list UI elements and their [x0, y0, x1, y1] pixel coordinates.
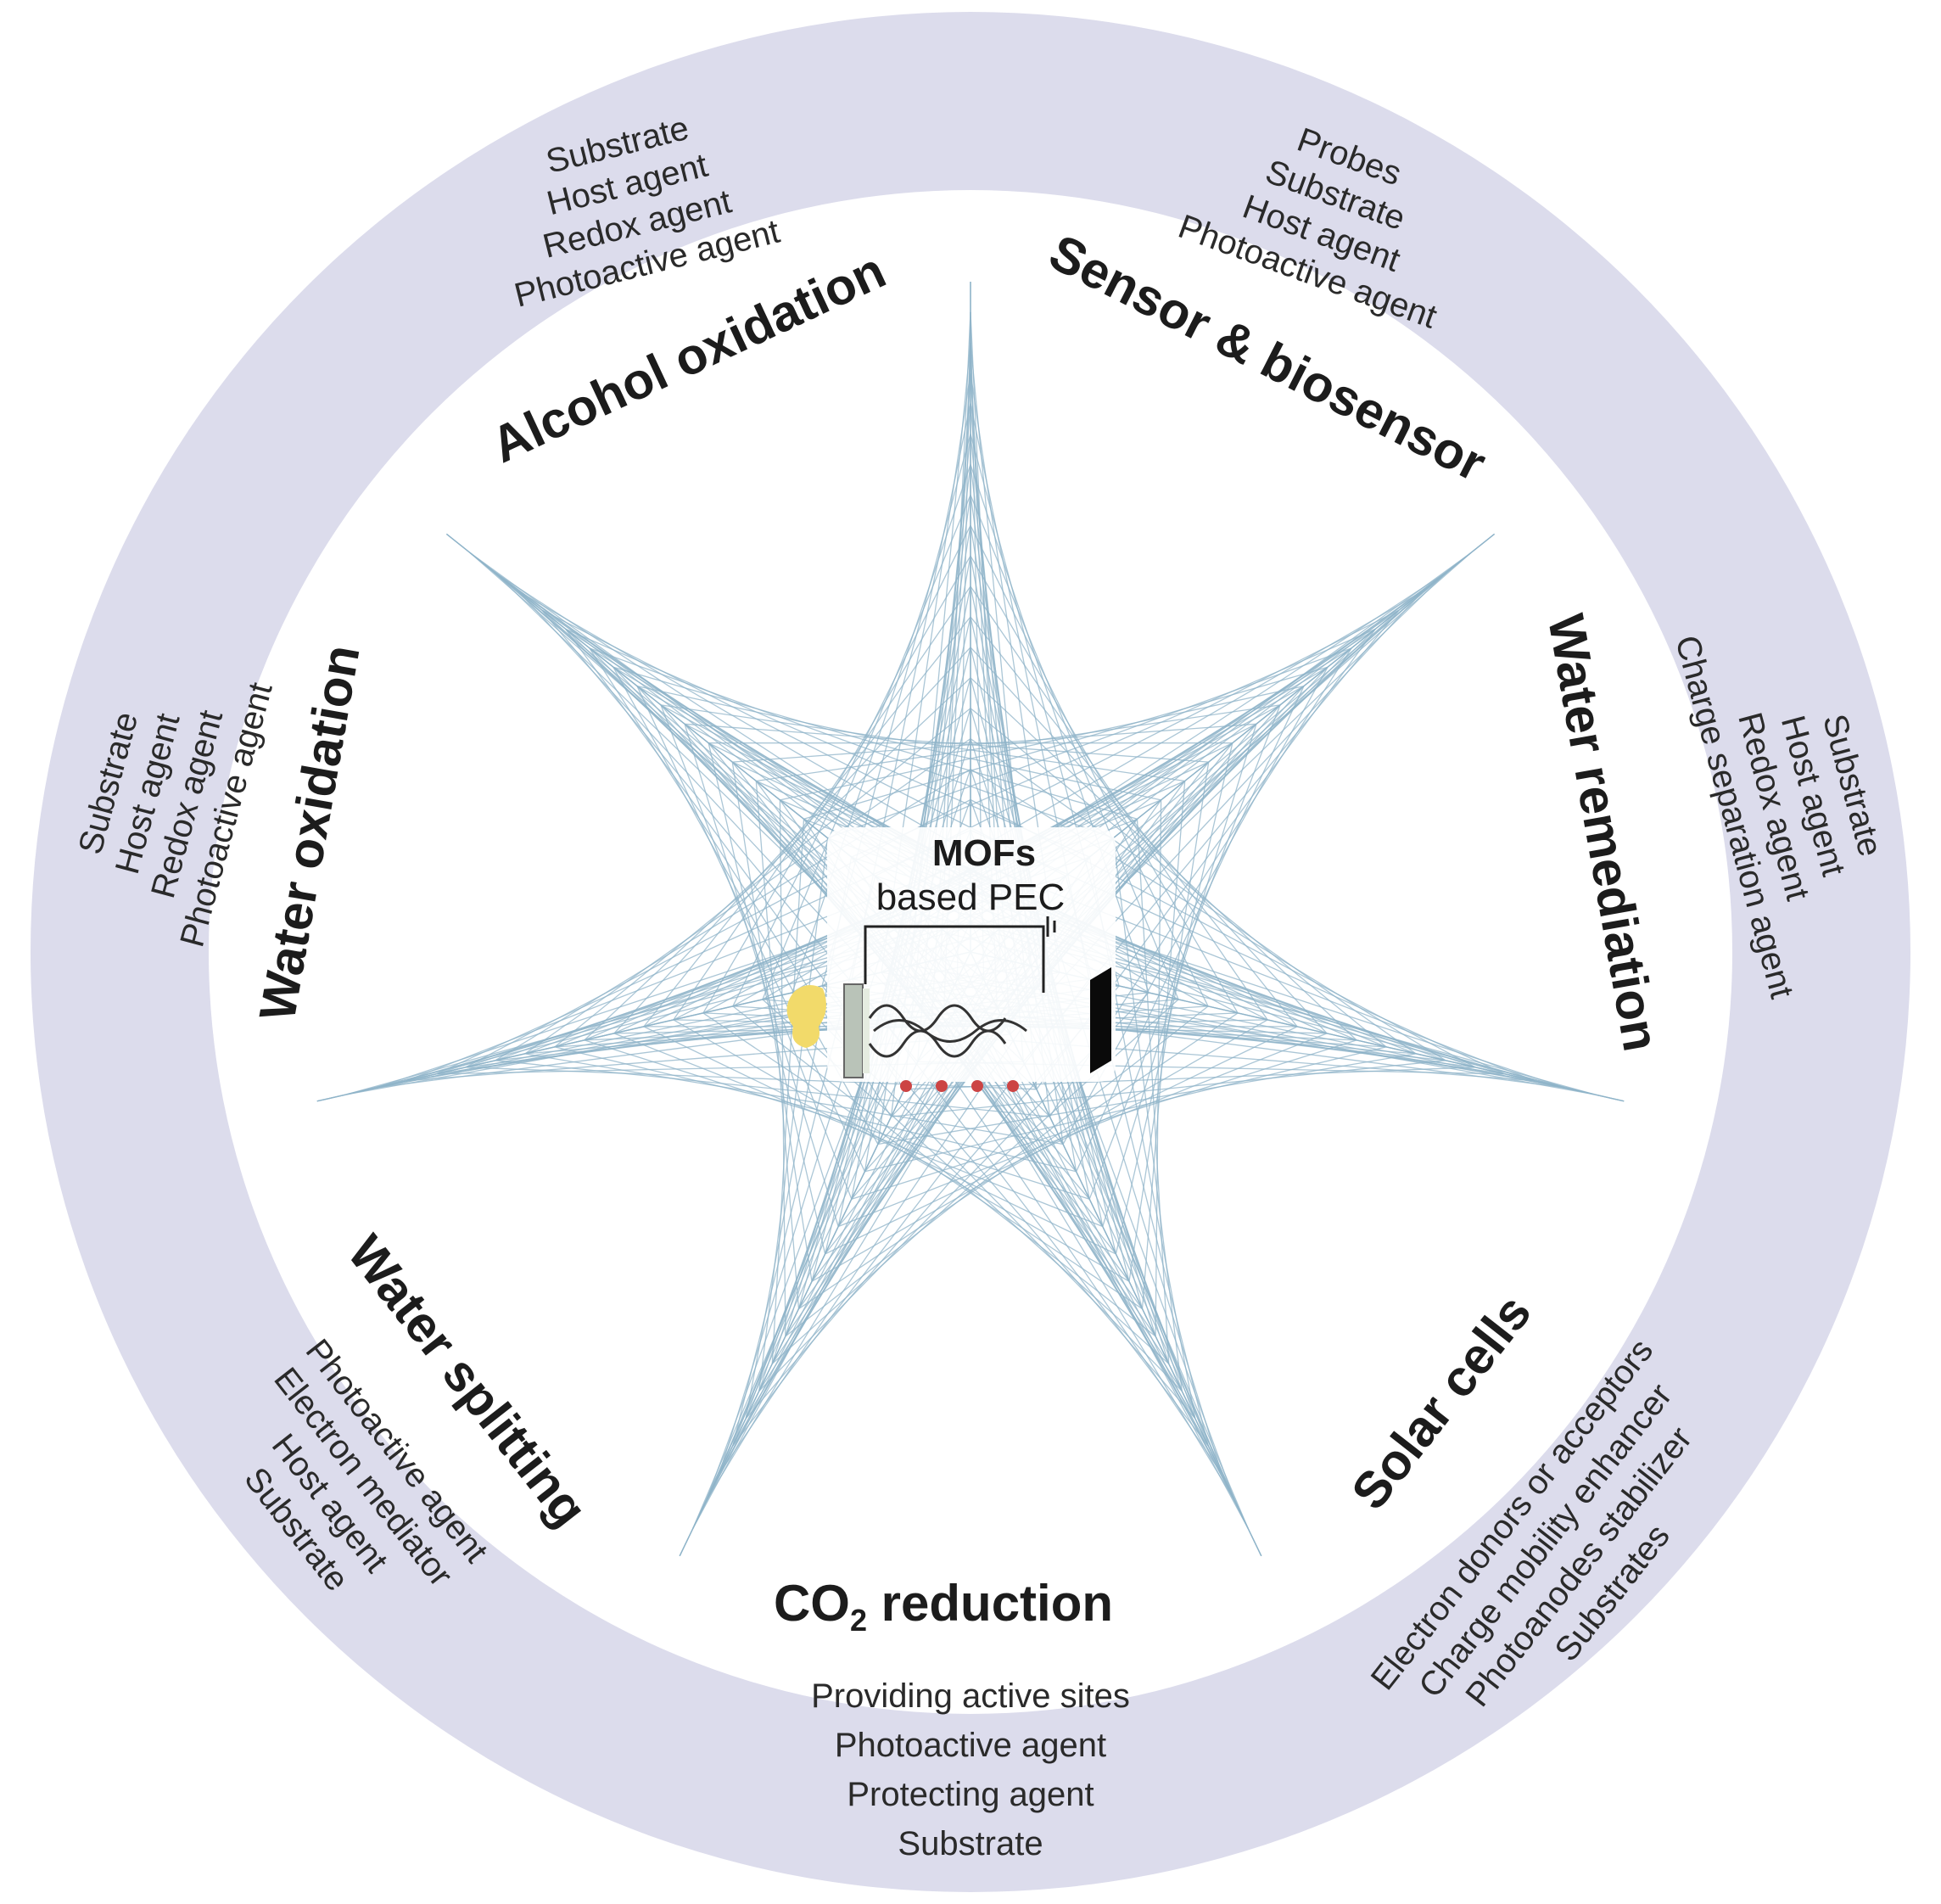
- web-line: [970, 768, 1446, 1061]
- role-item: Substrate: [898, 1825, 1043, 1862]
- web-line: [798, 1012, 1239, 1310]
- web-line: [803, 666, 1328, 820]
- role-item: Providing active sites: [811, 1677, 1130, 1715]
- role-item: Photoactive agent: [835, 1727, 1106, 1764]
- web-line: [1136, 819, 1170, 1364]
- web-line: [524, 1053, 1064, 1145]
- center-title-line2: based PEC: [876, 876, 1066, 918]
- pec-cell-illustration: [786, 916, 1111, 1092]
- web-line: [970, 677, 1357, 1041]
- web-line: [792, 464, 971, 994]
- web-line: [702, 555, 971, 1014]
- photoanode: [843, 983, 864, 1078]
- web-line: [827, 647, 1352, 839]
- web-line: [970, 708, 1387, 1048]
- category-co2-reduction: CO2 reduction: [774, 1575, 1113, 1638]
- role-item: Protecting agent: [847, 1776, 1094, 1813]
- web-line: [495, 1060, 1050, 1117]
- web-line: [732, 723, 1256, 763]
- particle: [1007, 1080, 1019, 1092]
- web-line: [970, 738, 1417, 1055]
- web-line: [584, 1039, 1090, 1200]
- photoanode-coating: [863, 988, 870, 1073]
- web-line: [1155, 799, 1162, 1336]
- web-line: [636, 686, 865, 1173]
- web-line: [554, 1046, 1077, 1173]
- web-line: [660, 704, 853, 1200]
- particle: [900, 1080, 912, 1092]
- particle: [936, 1080, 948, 1092]
- web-line: [851, 628, 1376, 858]
- center-backdrop: [827, 827, 1116, 1082]
- web-line: [762, 495, 971, 1000]
- roles-co2-reduction: Providing active sites Photoactive agent…: [811, 1677, 1130, 1862]
- center-title-line1: MOFs: [932, 832, 1036, 874]
- mof-network: [868, 1004, 1027, 1058]
- web-line: [732, 525, 971, 1007]
- web-line: [780, 685, 1305, 801]
- circuit-wire: [864, 925, 1045, 993]
- web-line: [1141, 781, 1186, 1309]
- web-line: [785, 1005, 1209, 1337]
- counter-electrode: [1090, 967, 1111, 1073]
- particle: [971, 1080, 983, 1092]
- light-icon: [786, 985, 826, 1048]
- web-line: [756, 704, 1281, 782]
- web-line: [1112, 837, 1183, 1392]
